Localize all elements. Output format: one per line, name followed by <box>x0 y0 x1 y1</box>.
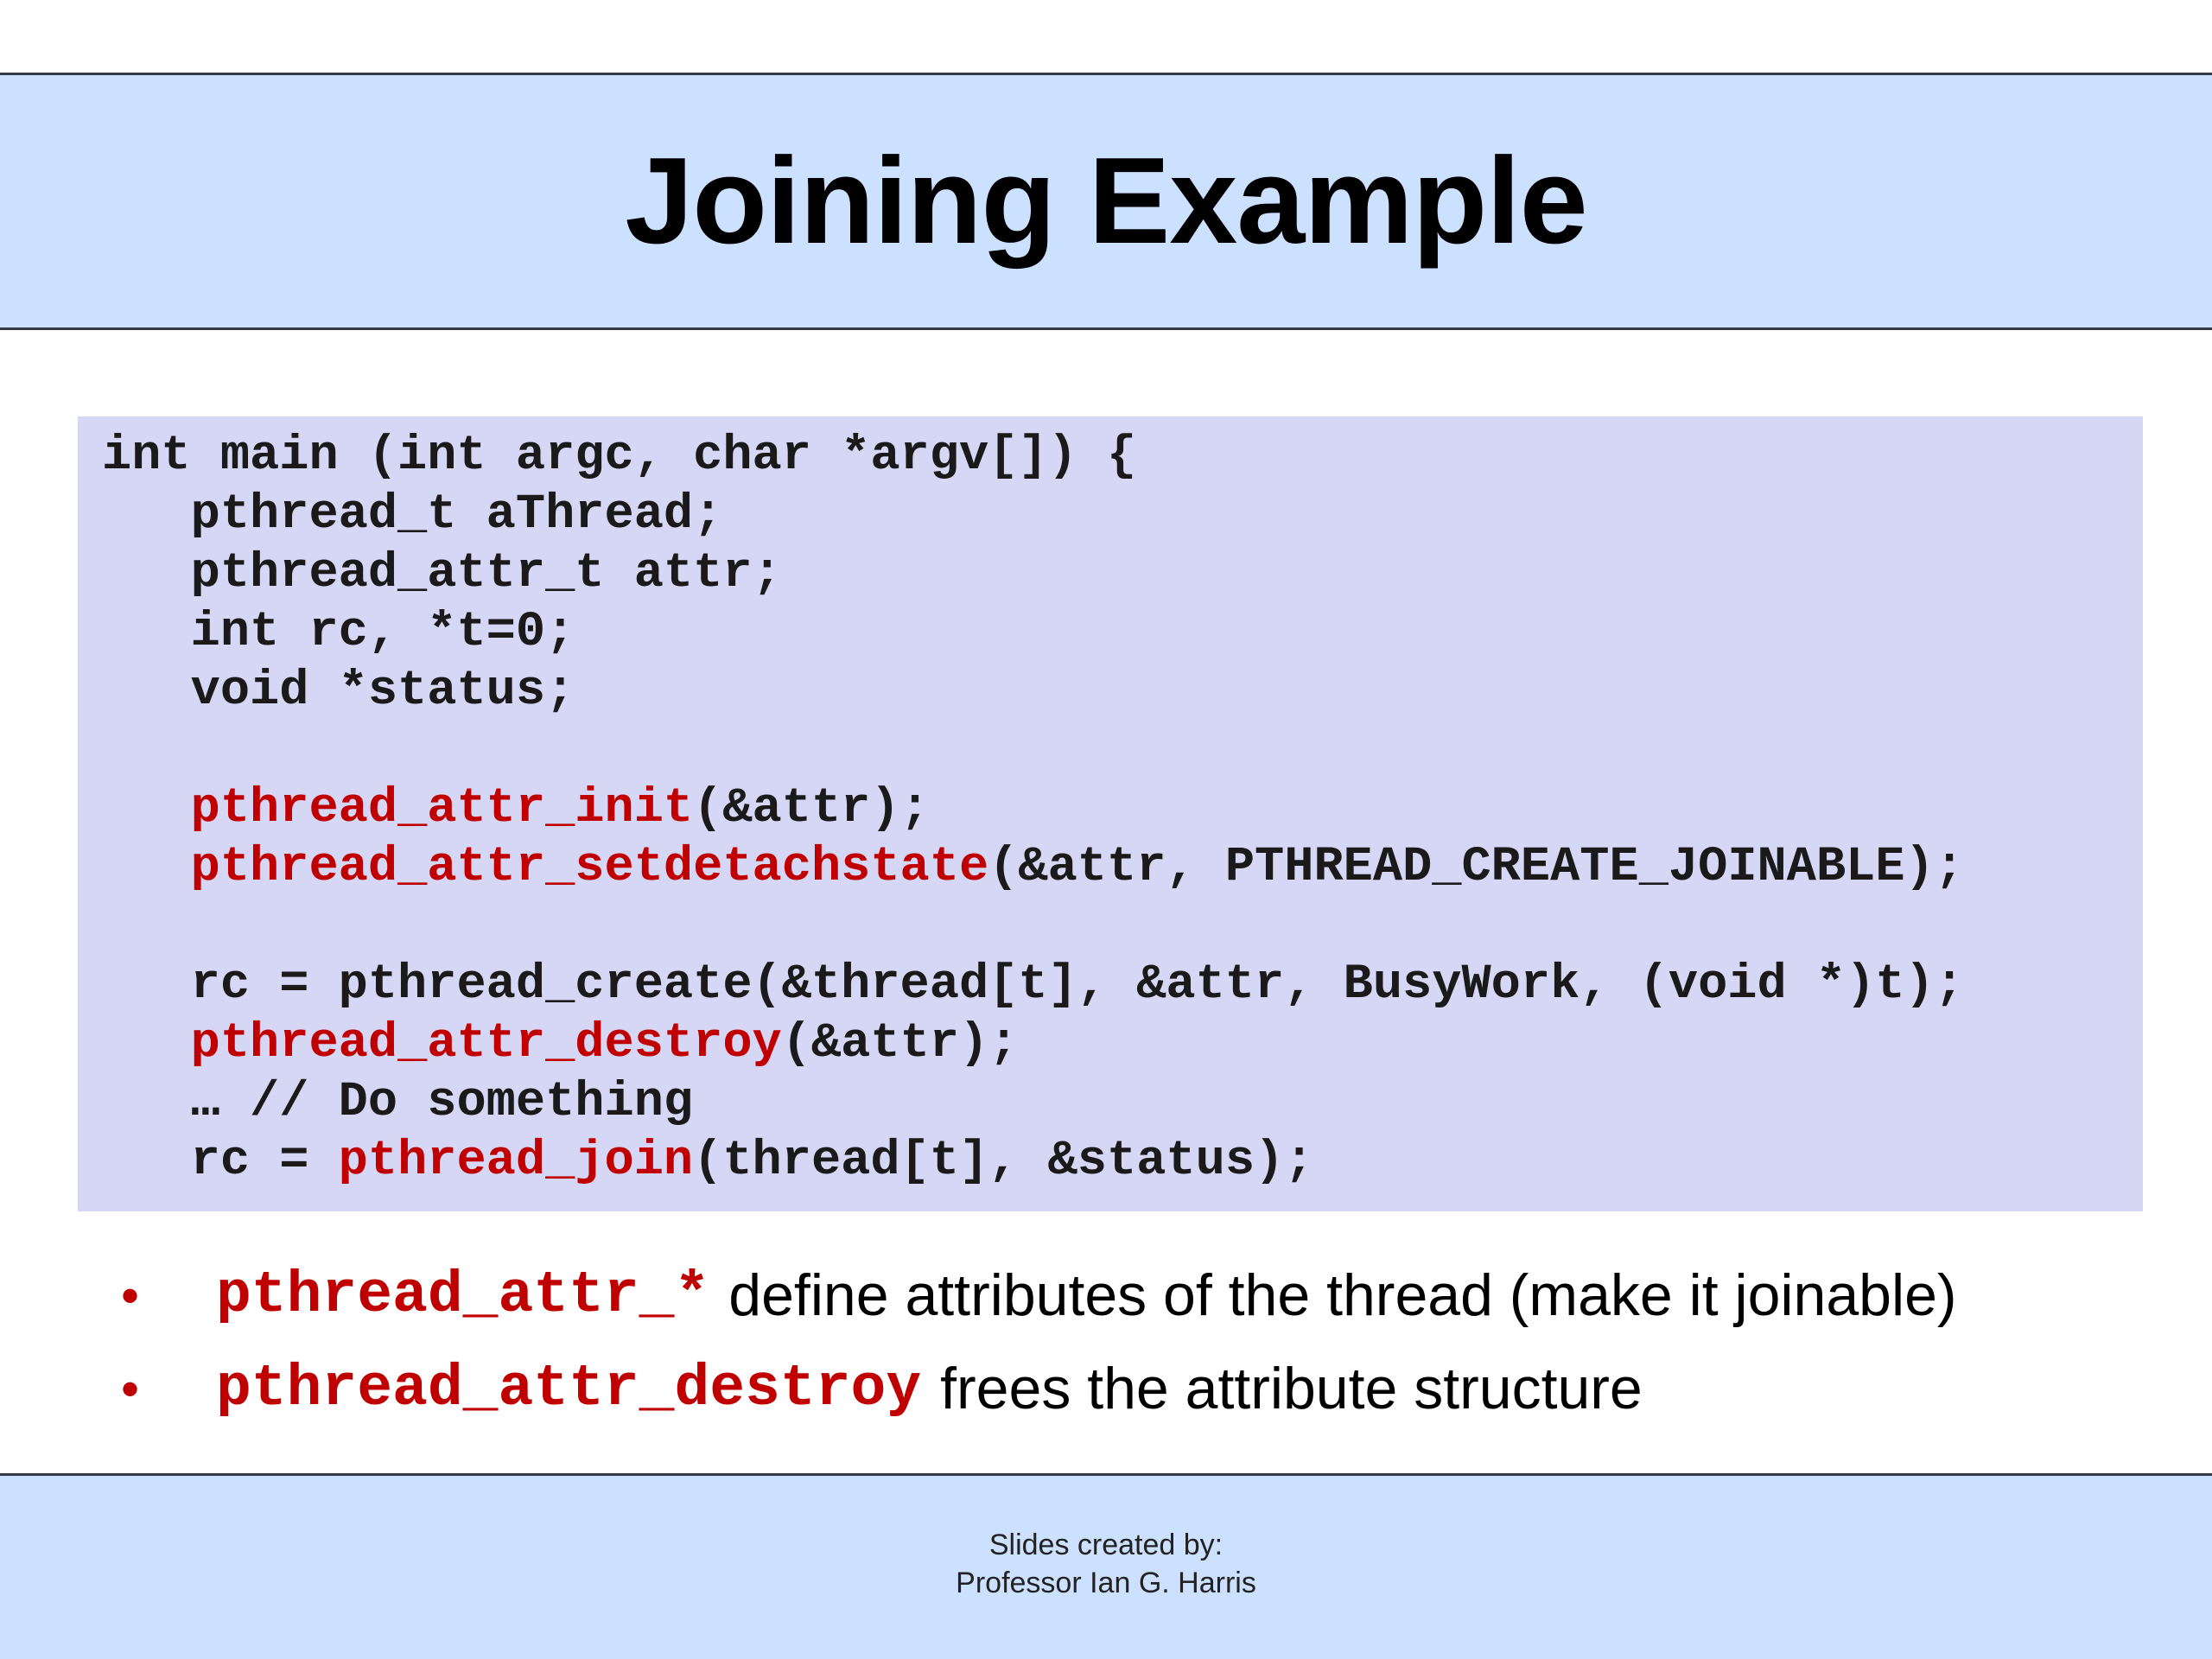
code-text: (thread[t], &status); <box>693 1134 1314 1189</box>
code-text: (&attr); <box>693 781 930 836</box>
code-line: pthread_t aThread; <box>102 487 723 543</box>
code-text: (&attr); <box>781 1016 1019 1071</box>
footer-line-2: Professor Ian G. Harris <box>956 1567 1256 1599</box>
code-line: rc = pthread_create(&thread[t], &attr, B… <box>102 957 1964 1013</box>
bullet-list: • pthread_attr_* define attributes of th… <box>121 1249 2195 1435</box>
code-line: rc = pthread_join(thread[t], &status); <box>102 1134 1314 1189</box>
bullet-item-destroy: • pthread_attr_destroy frees the attribu… <box>121 1342 2195 1435</box>
bullet-description: define attributes of the thread (make it… <box>728 1262 1957 1328</box>
code-text: void *status; <box>102 664 575 719</box>
code-text: … // Do something <box>102 1075 694 1130</box>
code-text: rc = pthread_create(&thread[t], &attr, B… <box>102 957 1964 1013</box>
footer-line-1: Slides created by: <box>988 1529 1224 1561</box>
code-line: pthread_attr_destroy(&attr); <box>102 1016 1019 1071</box>
code-line: void *status; <box>102 664 575 719</box>
code-line: … // Do something <box>102 1075 694 1130</box>
code-text: rc = <box>102 1134 339 1189</box>
code-line: pthread_attr_setdetachstate(&attr, PTHRE… <box>102 840 1964 895</box>
bullet-term: pthread_attr_* <box>216 1262 710 1329</box>
code-block: int main (int argc, char *argv[]) { pthr… <box>78 416 2143 1211</box>
footer-band: Slides created by: Professor Ian G. Harr… <box>0 1473 2212 1659</box>
code-line: pthread_attr_init(&attr); <box>102 781 930 836</box>
title-band: Joining Example <box>0 73 2212 330</box>
code-function-highlight: pthread_attr_init <box>190 781 694 836</box>
code-text: (&attr, PTHREAD_CREATE_JOINABLE); <box>988 840 1964 895</box>
code-text <box>102 781 191 836</box>
code-function-highlight: pthread_join <box>338 1134 694 1189</box>
code-text: int main (int argc, char *argv[]) { <box>102 429 1137 484</box>
code-text: pthread_attr_t attr; <box>102 546 782 601</box>
code-line: int main (int argc, char *argv[]) { <box>102 429 1136 484</box>
bullet-description: frees the attribute structure <box>940 1356 1643 1421</box>
code-line: int rc, *t=0; <box>102 605 575 660</box>
code-function-highlight: pthread_attr_destroy <box>190 1016 782 1071</box>
code-text <box>102 1016 191 1071</box>
bullet-item-attr: • pthread_attr_* define attributes of th… <box>121 1249 2195 1342</box>
footer-credit: Slides created by: Professor Ian G. Harr… <box>0 1526 2212 1602</box>
code-text: pthread_t aThread; <box>102 487 723 543</box>
code-line: pthread_attr_t attr; <box>102 546 782 601</box>
bullet-marker: • <box>121 1266 140 1325</box>
code-text <box>102 840 191 895</box>
slide-title: Joining Example <box>625 132 1587 270</box>
bullet-term: pthread_attr_destroy <box>216 1355 922 1422</box>
code-function-highlight: pthread_attr_setdetachstate <box>190 840 989 895</box>
code-listing: int main (int argc, char *argv[]) { pthr… <box>102 427 1964 1191</box>
code-text: int rc, *t=0; <box>102 605 575 660</box>
bullet-marker: • <box>121 1359 140 1418</box>
